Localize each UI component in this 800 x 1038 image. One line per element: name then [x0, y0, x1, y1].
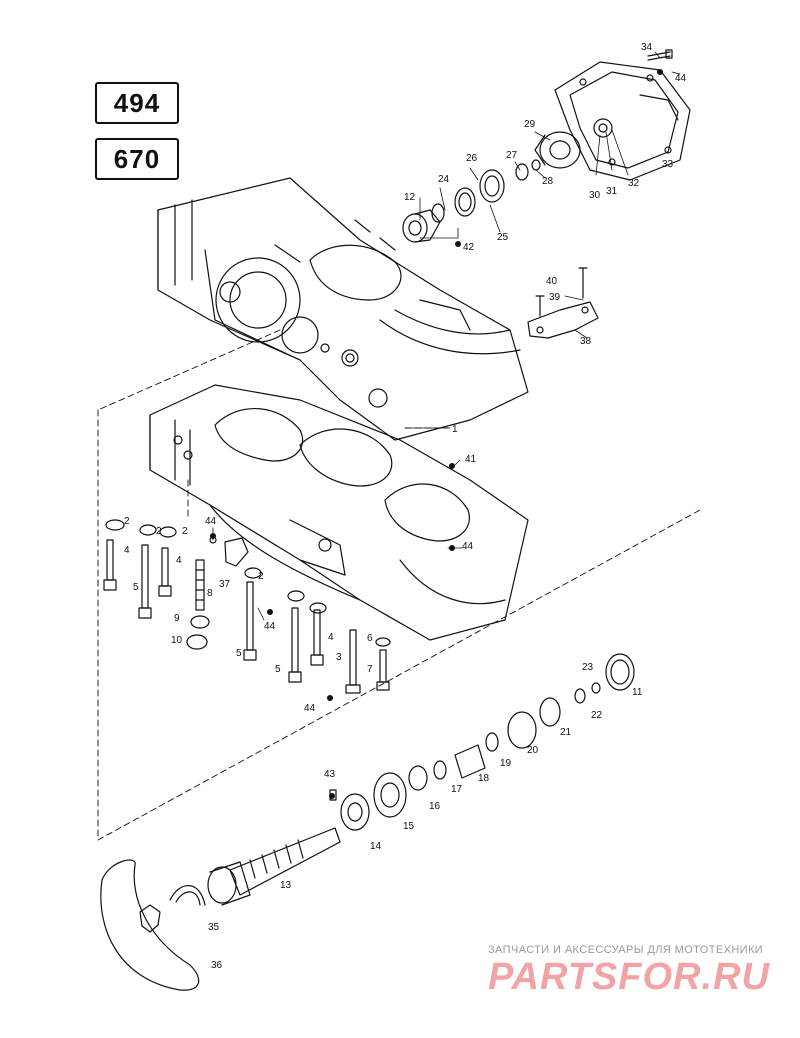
callout-19: 19: [500, 758, 512, 769]
small-nuts: [210, 69, 663, 799]
callout-3: 3: [336, 652, 342, 663]
bracket-38: [527, 267, 599, 339]
lower-crankcase: [149, 384, 529, 641]
callout-39: 39: [549, 292, 561, 303]
callout-24: 24: [438, 174, 450, 185]
callout-32: 32: [628, 178, 640, 189]
callout-2c: 2: [182, 526, 188, 537]
callout-21: 21: [560, 727, 572, 738]
callout-8: 8: [207, 588, 213, 599]
callout-22: 22: [591, 710, 603, 721]
stud-8: [195, 559, 205, 611]
leader-lines: [212, 51, 681, 621]
callout-44e: 44: [304, 703, 316, 714]
rotary-valve-cover: [554, 61, 691, 181]
callout-44c: 44: [462, 541, 474, 552]
callout-5a: 5: [133, 582, 139, 593]
callout-40: 40: [546, 276, 558, 287]
callout-17: 17: [451, 784, 463, 795]
callout-2d: 2: [258, 571, 264, 582]
callout-4b: 4: [176, 555, 182, 566]
callout-30: 30: [589, 190, 601, 201]
callout-2a: 2: [124, 516, 130, 527]
assembly-guide-lines: [97, 329, 701, 841]
callout-10: 10: [171, 635, 183, 646]
callout-4a: 4: [124, 545, 130, 556]
callout-42: 42: [463, 242, 475, 253]
callout-18: 18: [478, 773, 490, 784]
crankshaft-assembly: [207, 653, 635, 906]
callout-15: 15: [403, 821, 415, 832]
seal-rings: [431, 159, 541, 223]
model-code-box-670: 670: [95, 138, 179, 180]
upper-crankcase: [157, 177, 529, 441]
callout-6: 6: [367, 633, 373, 644]
bearing-12: [402, 209, 441, 243]
callout-13: 13: [280, 880, 292, 891]
callout-37: 37: [219, 579, 231, 590]
callout-29: 29: [524, 119, 536, 130]
callout-44b: 44: [205, 516, 217, 527]
callout-2b: 2: [156, 526, 162, 537]
callout-5c: 5: [275, 664, 281, 675]
callout-31: 31: [606, 186, 618, 197]
callout-34: 34: [641, 42, 653, 53]
callout-27: 27: [506, 150, 518, 161]
callout-12: 12: [404, 192, 416, 203]
watermark-subtitle: ЗАПЧАСТИ И АКСЕССУАРЫ ДЛЯ МОТОТЕХНИКИ: [488, 944, 764, 956]
callout-20: 20: [527, 745, 539, 756]
callout-44d: 44: [264, 621, 276, 632]
callout-7: 7: [367, 664, 373, 675]
callout-44a: 44: [675, 73, 687, 84]
callout-23: 23: [582, 662, 594, 673]
callout-28: 28: [542, 176, 554, 187]
pump-impeller: [534, 131, 581, 169]
small-screws: [329, 49, 673, 801]
bolt-group-left: [103, 519, 210, 650]
callout-43: 43: [324, 769, 336, 780]
watermark-logo: PARTSFOR.RU: [488, 956, 770, 998]
callout-5b: 5: [236, 648, 242, 659]
callout-1: 1: [452, 424, 458, 435]
callout-9: 9: [174, 613, 180, 624]
callout-36: 36: [211, 960, 223, 971]
callout-25: 25: [497, 232, 509, 243]
callout-14: 14: [370, 841, 382, 852]
cover-36: [100, 859, 200, 991]
bolt-group-middle: [243, 567, 391, 694]
elbow-fitting: [209, 536, 249, 567]
callout-16: 16: [429, 801, 441, 812]
callout-38: 38: [580, 336, 592, 347]
callout-33: 33: [662, 159, 674, 170]
callout-4c: 4: [328, 632, 334, 643]
callout-35: 35: [208, 922, 220, 933]
callout-11: 11: [632, 687, 643, 698]
callout-41: 41: [465, 454, 477, 465]
model-code-box-494: 494: [95, 82, 179, 124]
callout-26: 26: [466, 153, 478, 164]
retaining-ring-35: [169, 885, 206, 906]
